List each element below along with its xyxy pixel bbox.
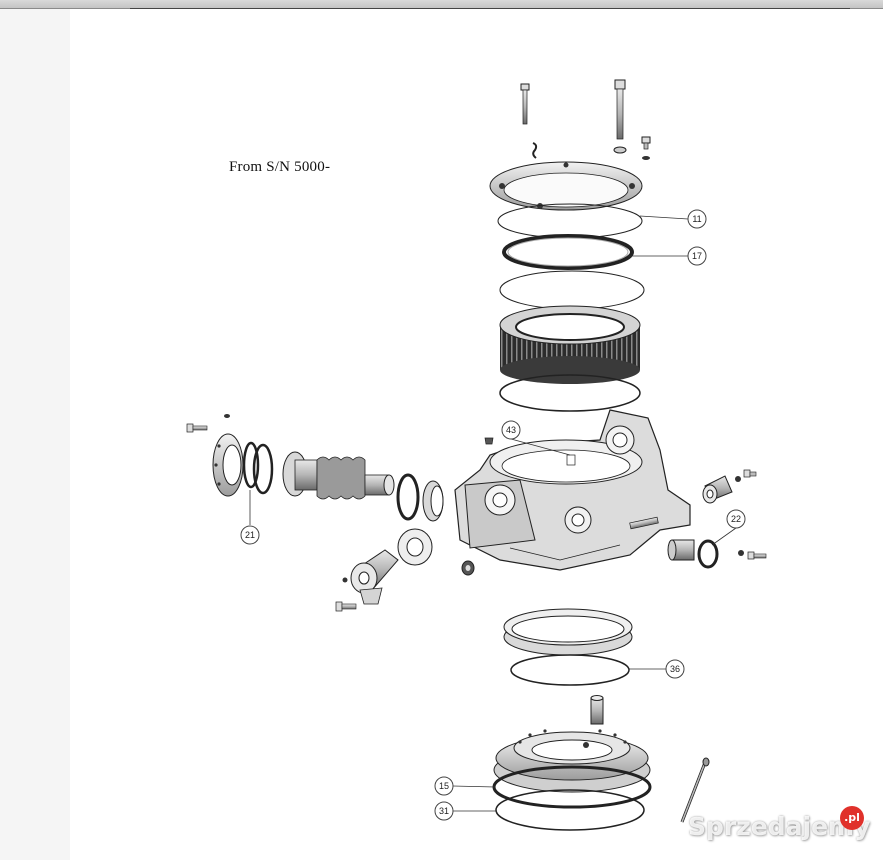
svg-text:31: 31	[439, 806, 449, 816]
right-small-bolt	[743, 469, 757, 478]
callout-11: 11	[687, 209, 707, 229]
gasket-part-31	[495, 789, 645, 831]
watermark-badge: .pl	[840, 806, 864, 830]
thrust-washer-left	[397, 528, 433, 566]
leader-lines	[249, 215, 737, 812]
center-nut	[461, 560, 475, 576]
right-bushing	[667, 539, 695, 561]
callout-15: 15	[434, 776, 454, 796]
svg-text:36: 36	[670, 664, 680, 674]
left-small-nut	[224, 414, 230, 418]
right-lower-bolt	[738, 550, 767, 560]
thin-ring	[499, 270, 645, 310]
callout-17: 17	[687, 246, 707, 266]
gear-lower-ring	[499, 374, 641, 412]
lower-left-nut	[342, 577, 348, 583]
guide-pin	[590, 695, 604, 725]
svg-text:22: 22	[731, 514, 741, 524]
top-cover-flange	[489, 161, 643, 211]
svg-text:11: 11	[692, 214, 701, 224]
seal-ring-part-22	[697, 539, 719, 569]
svg-text:17: 17	[692, 251, 702, 261]
left-end-flange	[212, 433, 244, 497]
svg-text:43: 43	[506, 425, 516, 435]
callout-36: 36	[665, 659, 685, 679]
lower-bearing-ring	[503, 608, 633, 656]
shaft-bushing	[422, 480, 444, 522]
serial-number-note: From S/N 5000-	[229, 159, 331, 175]
svg-text:21: 21	[245, 530, 255, 540]
grease-nipple-rod	[680, 757, 710, 823]
watermark-logo: Sprzedajemy	[688, 812, 871, 841]
callout-22: 22	[726, 509, 746, 529]
plug-43	[484, 437, 494, 445]
top-long-bolt-left	[520, 83, 530, 125]
seal-part-36	[510, 654, 630, 686]
o-ring-21a	[242, 441, 260, 489]
header-rule	[130, 8, 850, 9]
left-shaft-bolt	[186, 423, 208, 433]
callout-21: 21	[240, 525, 260, 545]
top-small-screw	[641, 136, 651, 150]
washer-top	[613, 146, 627, 154]
right-small-nut	[735, 476, 741, 482]
callout-43: 43	[501, 420, 521, 440]
o-ring-21b	[252, 443, 274, 495]
retaining-clip	[532, 142, 538, 159]
shaft-seal-ring	[396, 473, 420, 521]
svg-text:15: 15	[439, 781, 449, 791]
main-housing	[454, 409, 691, 571]
lower-left-bolt	[335, 601, 357, 612]
callout-31: 31	[434, 801, 454, 821]
slewing-gear-ring	[499, 305, 641, 384]
seal-ring-part-17	[502, 234, 634, 270]
top-long-bolt-right	[614, 79, 626, 140]
right-eccentric-pin	[702, 475, 733, 504]
lower-left-eccentric	[350, 549, 399, 605]
bottom-bearing-base	[493, 729, 651, 793]
worm-shaft	[282, 451, 395, 500]
nut-top	[642, 156, 650, 160]
